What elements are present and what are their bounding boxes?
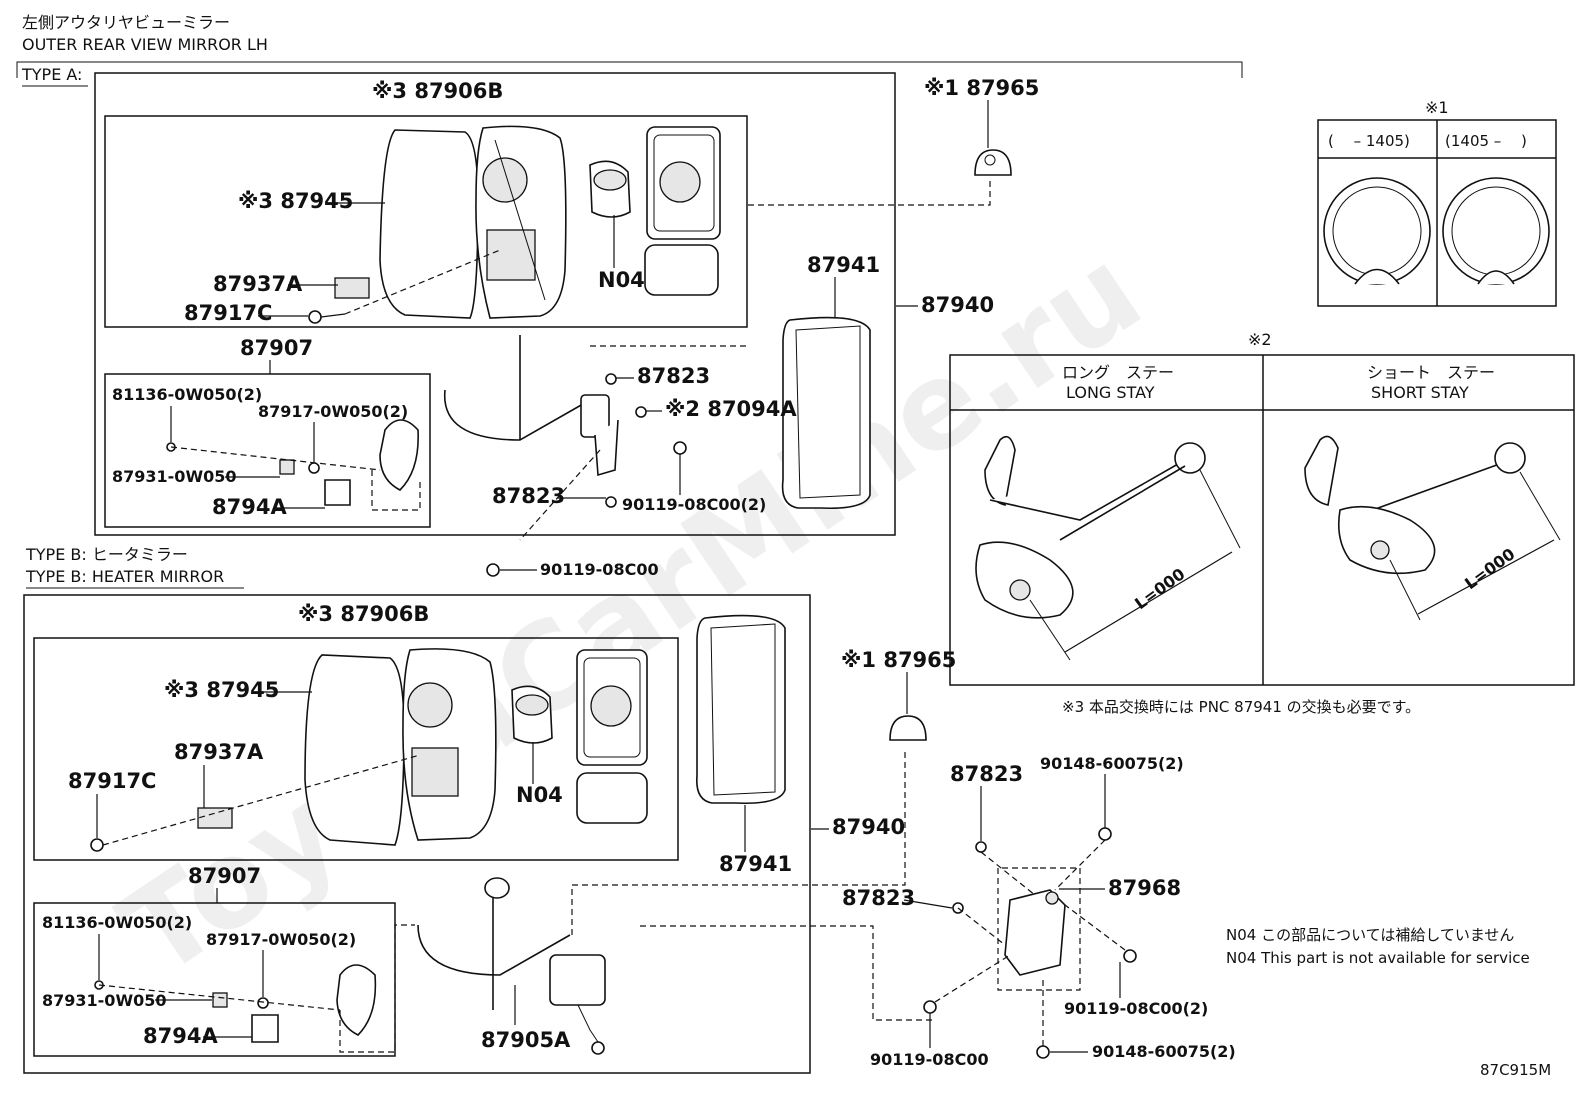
small-hardware-b [94, 924, 415, 1053]
stay-arm-a [443, 335, 619, 477]
label-8794A-b: 8794A [143, 1024, 218, 1048]
long-stay-dim: L=000 [1131, 564, 1188, 613]
detail2-short-en: SHORT STAY [1371, 383, 1469, 402]
bracket-87968 [923, 827, 1137, 1059]
mirror-housing-a [475, 125, 567, 319]
bracket-screw-a [308, 249, 501, 324]
type-b-label-en: TYPE B: HEATER MIRROR [25, 567, 224, 586]
title-jp: 左側アウタリヤビューミラー [22, 13, 230, 32]
label-90148-b1: 90148-60075(2) [1040, 754, 1184, 773]
label-87905A-b: 87905A [481, 1028, 571, 1052]
dash-bolt-a [519, 449, 601, 541]
label-87917C-b: 87917C [68, 769, 156, 793]
label-87906B-a: ※3 87906B [372, 79, 503, 103]
mirror-glass-a [379, 129, 479, 319]
label-N04-a: N04 [598, 268, 645, 292]
frame-87941-a [781, 316, 871, 510]
label-90119-2-a: 90119-08C00(2) [622, 495, 766, 514]
dash-87965-a [748, 180, 991, 206]
label-8794A-a: 8794A [212, 495, 287, 519]
label-87823-b2: 87823 [842, 886, 915, 910]
label-87941-a: 87941 [807, 253, 880, 277]
label-87965-a: ※1 87965 [924, 76, 1039, 100]
label-87941-b: 87941 [719, 852, 792, 876]
motor-n04-a [589, 160, 631, 218]
short-stay-dim: L=000 [1461, 544, 1518, 593]
label-87917-a: 87917-0W050(2) [258, 402, 408, 421]
label-87823-a1: 87823 [637, 364, 710, 388]
detail2-table [949, 354, 1575, 686]
label-87907-a: 87907 [240, 336, 313, 360]
cap-87965-b [889, 715, 927, 741]
type-b-hardware-box [33, 902, 396, 1057]
type-b-frame [23, 594, 811, 1074]
label-87094A-a: ※2 87094A [665, 397, 797, 421]
label-90119-2-b: 90119-08C00(2) [1064, 999, 1208, 1018]
label-87931-b: 87931-0W050 [42, 991, 166, 1010]
mirror-glass-b [304, 654, 405, 846]
dash-bolt-b [640, 925, 935, 1021]
mirror-housing-b [402, 648, 497, 841]
back-cover-b [576, 649, 648, 824]
label-87937A-a: 87937A [213, 272, 303, 296]
retainer-ring-new [1442, 177, 1550, 285]
detail1-mark: ※1 [1425, 98, 1449, 117]
label-87906B-b: ※3 87906B [298, 602, 429, 626]
label-87931-a: 87931-0W050 [112, 467, 236, 486]
title-en: OUTER REAR VIEW MIRROR LH [22, 35, 268, 54]
bracket-screw-b [90, 754, 421, 852]
label-90119-a: 90119-08C00 [540, 560, 659, 579]
type-a-label: TYPE A: [21, 65, 82, 84]
short-stay-illustration: L=000 [1304, 435, 1561, 621]
detail2-long-en: LONG STAY [1066, 383, 1155, 402]
label-87823-a2: 87823 [492, 484, 565, 508]
motor-n04-b [511, 685, 553, 744]
type-a-hardware-box [104, 373, 431, 528]
label-87917C-a: 87917C [184, 301, 272, 325]
type-b-mirror-subassy-box [33, 637, 679, 861]
label-81136-a: 81136-0W050(2) [112, 385, 262, 404]
detail2-long-jp: ロング ステー [1062, 363, 1174, 382]
label-87907-b: 87907 [188, 864, 261, 888]
note-3: ※3 本品交換時には PNC 87941 の交換も必要です。 [1062, 698, 1420, 716]
label-87823-b1: 87823 [950, 762, 1023, 786]
note-n04-en: N04 This part is not available for servi… [1226, 949, 1530, 967]
label-90119-b: 90119-08C00 [870, 1050, 989, 1069]
label-N04-b: N04 [516, 783, 563, 807]
title-bracket [16, 61, 1243, 78]
label-87965-b: ※1 87965 [841, 648, 956, 672]
type-b-label-jp: TYPE B: ヒータミラー [25, 545, 188, 564]
label-87945-b: ※3 87945 [164, 678, 279, 702]
label-81136-b: 81136-0W050(2) [42, 913, 192, 932]
label-87945-a: ※3 87945 [238, 189, 353, 213]
stay-arm-b [417, 877, 606, 1055]
note-n04-jp: N04 この部品については補給していません [1226, 926, 1514, 944]
figure-code: 87C915M [1480, 1061, 1551, 1079]
retainer-ring-old [1323, 177, 1431, 285]
label-87917-b: 87917-0W050(2) [206, 930, 356, 949]
detail1-col-right: (1405 – ) [1445, 132, 1527, 150]
label-87968: 87968 [1108, 876, 1181, 900]
small-hardware-a [166, 419, 421, 511]
label-87937A-b: 87937A [174, 740, 264, 764]
label-90148-b2: 90148-60075(2) [1092, 1042, 1236, 1061]
dash-87965-b [571, 750, 906, 935]
type-a-mirror-subassy-box [104, 115, 748, 328]
cap-87965-a [974, 149, 1012, 176]
label-87940-a: 87940 [921, 293, 994, 317]
type-a-frame [94, 72, 896, 536]
detail1-col-left: ( – 1405) [1328, 132, 1410, 150]
detail2-short-jp: ショート ステー [1367, 363, 1495, 382]
detail2-mark: ※2 [1248, 330, 1272, 349]
frame-87941-b [695, 614, 786, 805]
long-stay-illustration: L=000 [975, 435, 1241, 661]
back-cover-a [644, 126, 721, 296]
label-87940-b: 87940 [832, 815, 905, 839]
